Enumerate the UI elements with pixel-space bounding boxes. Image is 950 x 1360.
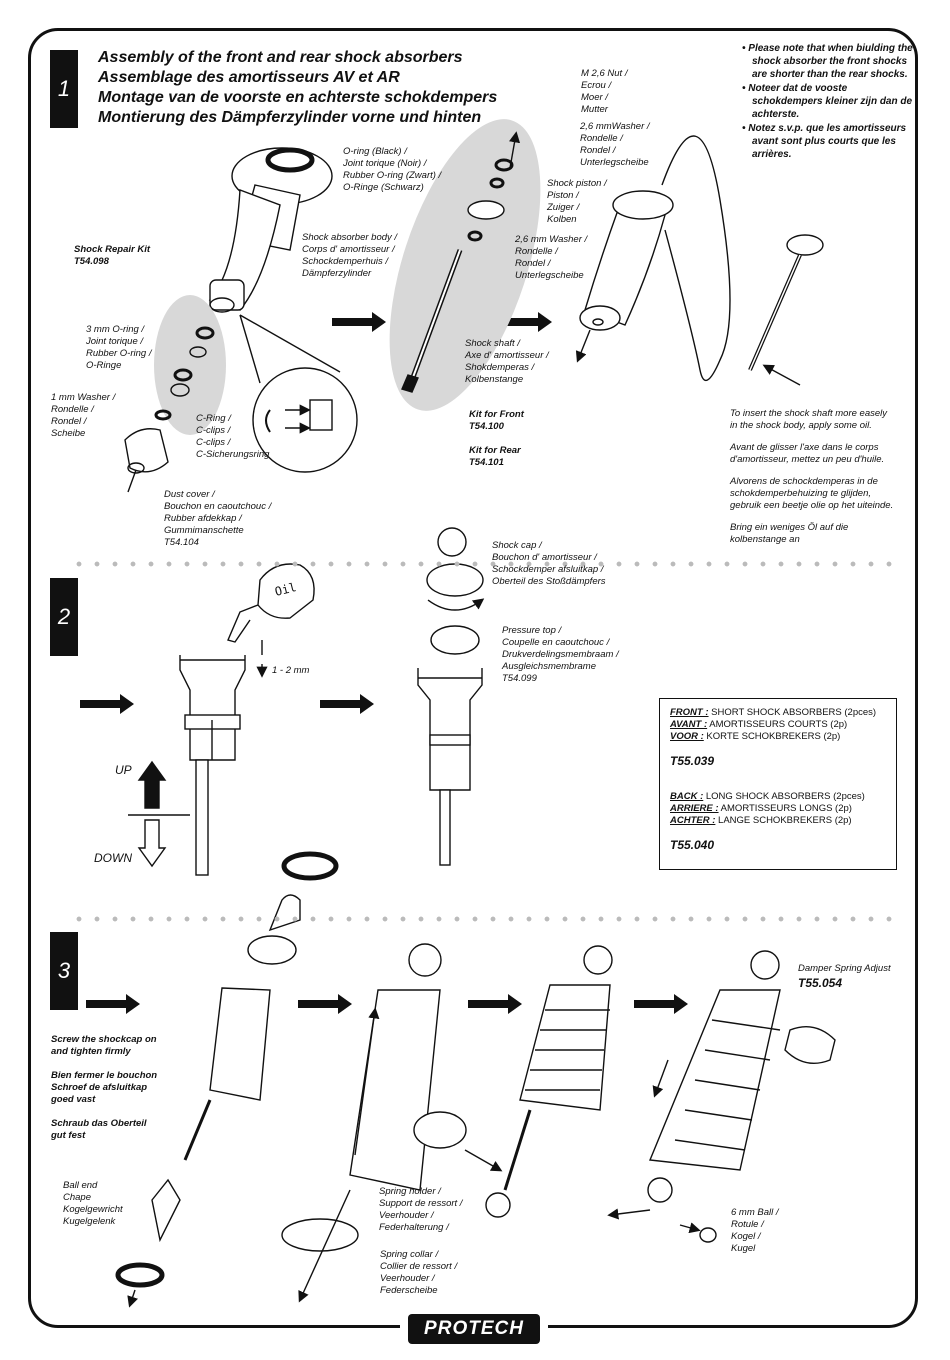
- oil-text: Oil: [273, 580, 297, 599]
- brand-name: PROTECH: [408, 1314, 540, 1344]
- step-1-marker: 1: [50, 50, 78, 128]
- shaft-assembled: [748, 234, 824, 386]
- brand-logo: PROTECH: [400, 1311, 548, 1349]
- step3-shock-2: [281, 943, 503, 1303]
- label-down: DOWN: [94, 851, 132, 865]
- oil-bottle: Oil: [227, 563, 315, 643]
- info-de: Bring ein weniges Öl auf die kolbenstang…: [730, 522, 849, 545]
- spec-row-achter: ACHTER : LANGE SCHOKBREKERS (2p): [670, 815, 852, 826]
- label-screw-cap: Screw the shockcap on and tighten firmly…: [51, 1034, 158, 1141]
- label-gap: 1 - 2 mm: [272, 665, 310, 676]
- step3-shock-3: [485, 945, 613, 1218]
- small-parts-shade: [154, 295, 226, 435]
- info-nl: Alvorens de schockdemperas in de schokde…: [730, 476, 894, 511]
- title-fr: Assemblage des amortisseurs AV et AR: [98, 69, 400, 86]
- step3-shock-4: [607, 950, 836, 1243]
- shaft-exploded: [401, 131, 521, 393]
- label-ball-6mm: 6 mm Ball / Rotule / Kogel / Kugel: [731, 1207, 779, 1254]
- title-nl: Montage van de voorste en achterste scho…: [98, 89, 498, 106]
- oil-info: To insert the shock shaft more easely in…: [730, 408, 920, 556]
- info-fr: Avant de glisser l'axe dans le corps d'a…: [730, 442, 885, 465]
- label-cring: C-Ring / C-clips / C-clips / C-Sicherung…: [196, 413, 270, 460]
- label-ball-end: Ball end Chape Kogelgewricht Kugelgelenk: [63, 1180, 123, 1227]
- shock-filling: [179, 640, 262, 876]
- spec-box: FRONT : SHORT SHOCK ABSORBERS (2pces) AV…: [659, 698, 897, 870]
- label-kit-rear: Kit for Rear T54.101: [469, 445, 521, 468]
- label-pressure-top: Pressure top / Coupelle en caoutchouc / …: [502, 625, 619, 684]
- label-washer-2-6a: 2,6 mmWasher / Rondelle / Rondel / Unter…: [580, 121, 650, 168]
- label-body: Shock absorber body / Corps d' amortisse…: [302, 232, 398, 279]
- section-divider-1: [70, 561, 900, 567]
- info-en: To insert the shock shaft more easely in…: [730, 408, 888, 431]
- shock-capped: [417, 527, 485, 866]
- page-title: Assembly of the front and rear shock abs…: [98, 48, 497, 128]
- label-oring: O-ring (Black) / Joint torique (Noir) / …: [343, 146, 442, 193]
- spec-rear-code: T55.040: [670, 838, 715, 852]
- section-divider-2: [70, 916, 900, 922]
- label-nut: M 2,6 Nut / Ecrou / Moer / Mutter: [581, 68, 628, 115]
- spec-front-code: T55.039: [670, 754, 715, 768]
- note-fr: • Notez s.v.p. que les amortisseurs avan…: [742, 123, 907, 160]
- label-oring-3mm: 3 mm O-ring / Joint torique / Rubber O-r…: [86, 324, 152, 371]
- step-2-marker: 2: [50, 578, 78, 656]
- label-shaft: Shock shaft / Axe d' amortisseur / Shokd…: [465, 338, 549, 385]
- step3-shock-1: [115, 851, 339, 1308]
- up-down-arrows: [128, 760, 190, 868]
- label-up: UP: [115, 763, 132, 777]
- label-kit-front: Kit for Front T54.100: [469, 409, 524, 432]
- flow-arrows: [80, 312, 688, 1014]
- spec-row-back: BACK : LONG SHOCK ABSORBERS (2pces): [670, 791, 865, 802]
- label-dust-cover: Dust cover / Bouchon en caoutchouc / Rub…: [164, 489, 272, 548]
- label-washer-1mm: 1 mm Washer / Rondelle / Rondel / Scheib…: [51, 392, 116, 439]
- label-damper-code: T55.054: [798, 976, 843, 990]
- spec-row-arriere: ARRIERE : AMORTISSEURS LONGS (2p): [670, 803, 852, 814]
- label-damper-adjust: Damper Spring Adjust: [798, 963, 891, 974]
- shock-body-exploded: [208, 147, 333, 313]
- label-spring-collar: Spring collar / Collier de ressort / Vee…: [380, 1249, 458, 1296]
- title-de: Montierung des Dämpferzylinder vorne und…: [98, 109, 482, 126]
- label-spring-holder: Spring holder / Support de ressort / Vee…: [379, 1186, 463, 1233]
- label-washer-2-6b: 2,6 mm Washer / Rondelle / Rondel / Unte…: [515, 234, 588, 281]
- cring-detail: [239, 314, 358, 473]
- assembly-notes: • Please note that when biulding the sho…: [742, 42, 920, 162]
- title-en: Assembly of the front and rear shock abs…: [98, 49, 463, 66]
- label-shock-cap: Shock cap / Bouchon d' amortisseur / Sch…: [492, 540, 606, 587]
- label-repair-kit: Shock Repair Kit T54.098: [74, 244, 151, 267]
- spec-row-avant: AVANT : AMORTISSEURS COURTS (2p): [670, 719, 848, 730]
- note-nl: • Noteer dat de vooste schokdempers klei…: [742, 83, 913, 120]
- spec-row-voor: VOOR : KORTE SCHOKBREKERS (2p): [670, 731, 841, 742]
- label-piston: Shock piston / Piston / Zuiger / Kolben: [547, 178, 607, 225]
- shock-body-assembled: [575, 135, 731, 382]
- small-parts: [124, 326, 215, 493]
- note-en: • Please note that when biulding the sho…: [742, 43, 913, 80]
- spec-row-front: FRONT : SHORT SHOCK ABSORBERS (2pces): [670, 707, 877, 718]
- step-3-marker: 3: [50, 932, 78, 1010]
